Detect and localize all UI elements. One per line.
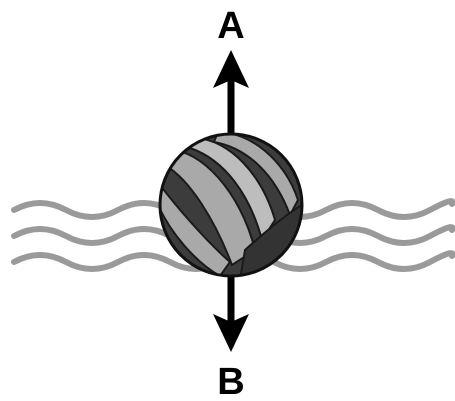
label-bottom: B [217, 361, 244, 401]
label-top: A [217, 5, 244, 47]
beach-ball [158, 132, 302, 280]
